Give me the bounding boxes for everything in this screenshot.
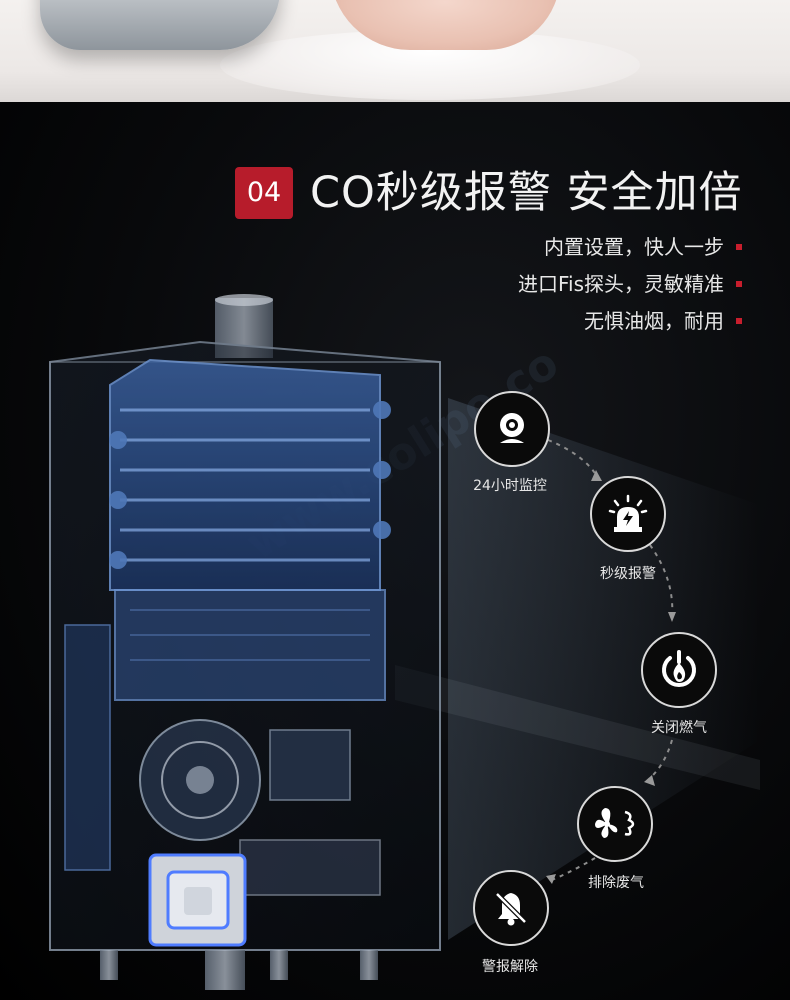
section-title: CO秒级报警 安全加倍 [310,168,743,218]
step-gas-off [641,632,717,708]
feature-item: 进口Fis探头，灵敏精准 [518,266,742,303]
alarm-siren-icon [608,494,648,532]
step-ring [577,786,653,862]
step-exhaust [577,786,653,862]
feature-label: 进口Fis探头，灵敏精准 [517,272,724,296]
step-ring [641,632,717,708]
step-ring [474,391,550,467]
exhaust-fan-icon [595,808,635,838]
bell-off-icon [495,892,527,926]
bullet-icon [736,317,742,324]
step-monitor [474,391,550,467]
feature-list: 内置设置，快人一步 进口Fis探头，灵敏精准 无惧油烟，耐用 [518,229,742,340]
feature-item: 无惧油烟，耐用 [518,303,742,340]
section-number-badge: 04 [235,167,293,219]
step-label: 24小时监控 [473,478,547,494]
bullet-icon [736,243,742,250]
step-label: 秒级报警 [600,566,656,582]
hero-photo-strip [0,0,790,102]
step-label: 排除废气 [588,875,644,891]
camera-monitor-icon [500,413,524,443]
water-heater-xray-illustration [49,294,441,990]
step-label: 警报解除 [482,959,538,975]
gas-off-icon [662,650,696,687]
step-ring [590,476,666,552]
water-heater-photo [40,0,280,50]
bullet-icon [736,280,742,287]
feature-label: 无惧油烟，耐用 [584,309,724,333]
step-alarm-off [473,870,549,946]
feature-item: 内置设置，快人一步 [518,229,742,266]
feature-label: 内置设置，快人一步 [544,235,724,259]
step-ring [473,870,549,946]
step-alarm [590,476,666,552]
step-label: 关闭燃气 [651,720,707,736]
